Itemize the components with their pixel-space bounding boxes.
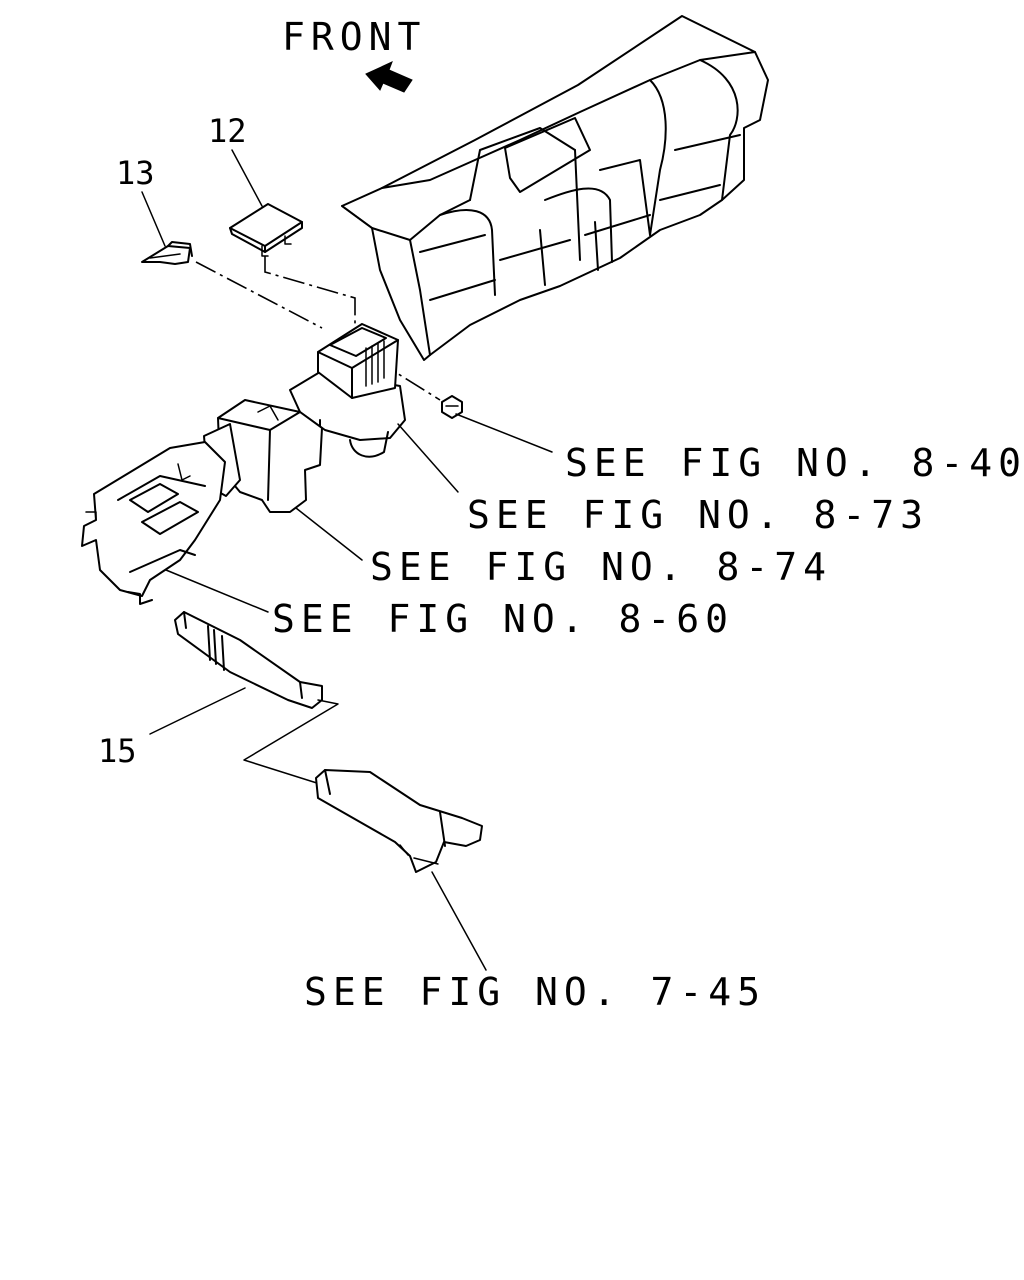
leader-8-74 [295,507,363,561]
part-15-duct [174,611,323,709]
grommet-8-40 [441,395,463,419]
ref-8-40: SEE FIG NO. 8-40 [565,441,1024,485]
blower-unit [289,323,406,458]
leader-8-73 [397,423,459,493]
leader-12 [231,149,263,207]
ref-7-45: SEE FIG NO. 7-45 [304,970,766,1014]
part-13-clip [141,241,193,265]
leader-8-60 [165,569,269,613]
leader-15 [149,687,246,735]
instrument-panel [341,15,769,361]
callout-12: 12 [208,112,247,150]
connector-line [243,699,339,785]
assembly-line-13 [195,261,323,329]
front-label: FRONT [282,15,426,59]
front-arrow-icon [365,61,413,93]
duct-8-74 [203,399,323,513]
leader-7-45 [431,871,487,971]
ref-8-74: SEE FIG NO. 8-74 [370,545,832,589]
assembly-line-12 [264,256,356,342]
leader-13 [141,191,166,247]
part-12-cover [229,203,303,257]
leader-8-40 [455,413,553,453]
duct-8-60 [81,441,226,605]
ref-8-73: SEE FIG NO. 8-73 [467,493,929,537]
ref-8-60: SEE FIG NO. 8-60 [272,597,734,641]
callout-13: 13 [116,154,155,192]
duct-7-45 [315,769,483,873]
callout-15: 15 [98,732,137,770]
